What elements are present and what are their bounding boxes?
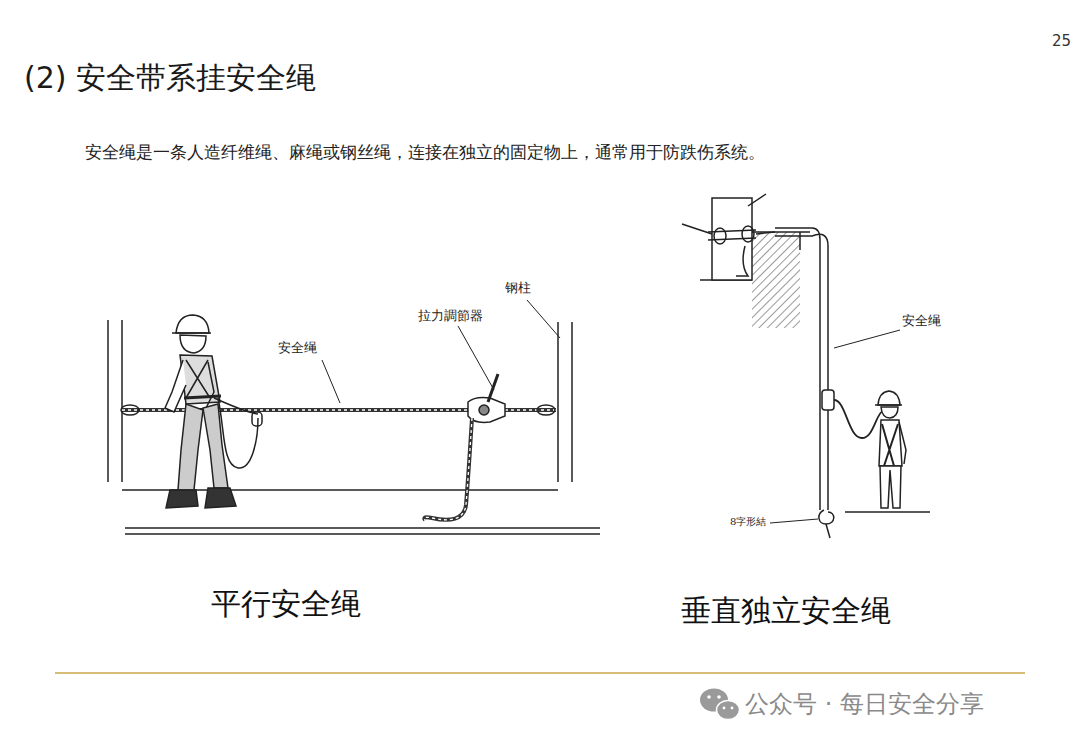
wechat-icon xyxy=(717,695,721,699)
part-label: 安全绳 xyxy=(902,313,941,329)
vertical-safety-rope xyxy=(775,228,828,510)
worker-left xyxy=(176,315,209,333)
part-label: 拉力調節器 xyxy=(418,308,483,324)
steel-column xyxy=(558,322,572,482)
slack-rope-tail xyxy=(424,418,472,520)
leader-lines-left xyxy=(322,300,560,403)
building-roof xyxy=(700,198,810,328)
anchor-strap xyxy=(736,246,748,276)
building-roof xyxy=(799,232,801,250)
part-label: 安全绳 xyxy=(278,340,317,356)
leader-lines-right xyxy=(770,519,818,523)
worker-left xyxy=(165,360,186,412)
worker-left xyxy=(205,488,236,508)
worker-left xyxy=(196,362,214,410)
floor-line-right xyxy=(845,511,930,512)
worker-right xyxy=(875,391,906,508)
worker-right xyxy=(881,407,898,418)
left-pillar xyxy=(107,320,109,482)
worker-left xyxy=(178,404,203,490)
figure-eight-knot xyxy=(819,510,834,538)
left-pillar xyxy=(121,320,123,482)
left-pillar xyxy=(108,320,122,482)
lanyard xyxy=(214,398,262,468)
rope-grab xyxy=(822,390,834,410)
leader-lines-left xyxy=(527,300,560,338)
wechat-icon xyxy=(700,689,740,720)
worker-left xyxy=(203,404,228,488)
worker-right xyxy=(882,424,898,466)
building-roof xyxy=(752,232,800,328)
worker-left xyxy=(184,396,221,398)
worker-right xyxy=(880,466,901,508)
intro-text: 安全绳是一条人造纤维绳、麻绳或钢丝绳，连接在独立的固定物上，通常用于防跌伤系统。 xyxy=(85,142,765,162)
floor-lines xyxy=(125,527,600,528)
anchor-strap xyxy=(682,224,712,234)
lanyard xyxy=(252,412,262,426)
figure-caption: 平行安全绳 xyxy=(211,586,361,622)
anchor-strap xyxy=(714,228,726,244)
anchor-strap xyxy=(756,232,775,234)
leader-lines-right xyxy=(770,330,900,523)
wechat-icon xyxy=(707,695,711,699)
watermark: 公众号 · 每日安全分享 xyxy=(745,690,984,719)
worker-left xyxy=(180,335,206,353)
worker-left xyxy=(165,315,236,508)
steel-column xyxy=(557,322,559,482)
rope-grab xyxy=(822,390,834,410)
worker-left xyxy=(172,332,211,334)
figure-eight-knot xyxy=(819,510,834,524)
slack-rope-tail xyxy=(424,418,472,520)
tension-regulator xyxy=(468,374,505,422)
horizontal-safety-rope xyxy=(505,408,556,412)
anchor-strap xyxy=(748,194,766,206)
floor-lines xyxy=(125,533,600,534)
worker-right xyxy=(899,422,906,464)
wechat-icon xyxy=(723,707,726,710)
lanyard xyxy=(214,398,258,414)
part-label: 钢柱 xyxy=(505,280,531,296)
figure-eight-knot xyxy=(826,524,830,538)
slack-rope-tail xyxy=(424,418,472,520)
horizontal-safety-rope xyxy=(505,409,556,410)
leader-lines-left xyxy=(322,360,340,403)
wechat-icon xyxy=(731,707,734,710)
page-number: 25 xyxy=(1052,32,1071,50)
slide-title: (2) 安全带系挂安全绳 xyxy=(24,60,316,96)
rope-end-hooks xyxy=(121,405,139,415)
anchor-strap xyxy=(742,226,754,242)
anchor-strap xyxy=(682,194,775,276)
footer-rule xyxy=(55,672,1025,674)
worker-left xyxy=(186,360,210,398)
wechat-icon xyxy=(717,701,740,720)
vertical-safety-rope xyxy=(775,228,820,510)
wechat-icon xyxy=(700,689,728,712)
rope-end-hooks xyxy=(537,405,555,415)
vertical-safety-rope xyxy=(775,234,828,510)
worker-right xyxy=(875,404,902,406)
worker-left xyxy=(180,355,220,404)
steel-column xyxy=(571,322,573,482)
worker-left xyxy=(166,490,198,508)
tension-regulator xyxy=(479,405,489,415)
building-roof xyxy=(752,231,810,233)
part-label: 8字形結 xyxy=(730,516,766,528)
leader-lines-left xyxy=(458,326,494,390)
figure-caption: 垂直独立安全绳 xyxy=(681,593,891,629)
floor-lines xyxy=(122,490,600,534)
worker-right xyxy=(878,391,900,405)
worker-right xyxy=(879,420,902,466)
leader-lines-right xyxy=(834,330,900,348)
